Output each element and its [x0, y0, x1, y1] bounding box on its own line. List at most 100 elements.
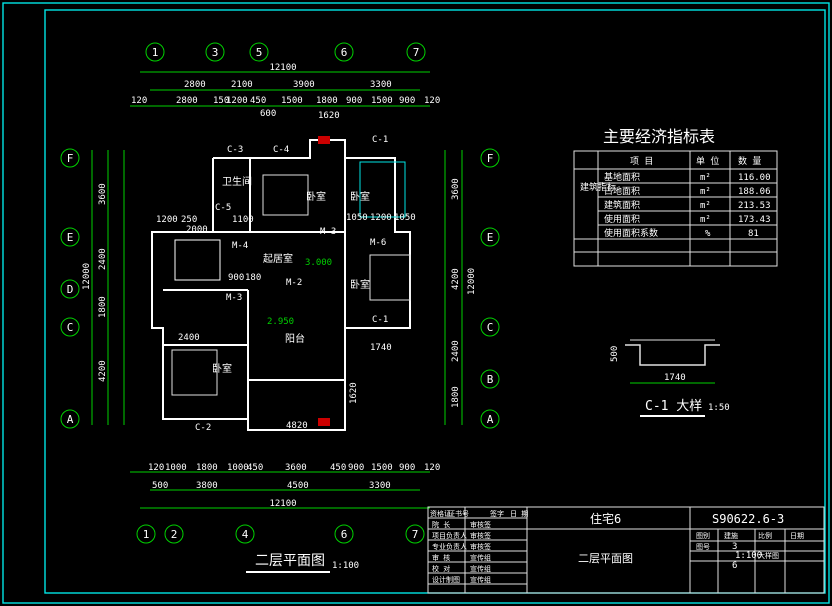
svg-text:校 对: 校 对	[432, 564, 450, 573]
svg-text:900: 900	[348, 463, 364, 473]
svg-text:单 位: 单 位	[696, 155, 719, 167]
dim-top-c: 3900	[293, 80, 315, 90]
svg-text:150: 150	[213, 96, 229, 106]
svg-text:建筑指标: 建筑指标	[580, 181, 616, 193]
svg-text:116.00: 116.00	[738, 173, 771, 183]
svg-text:7: 7	[412, 528, 419, 541]
grid-top-6: 6	[341, 46, 348, 59]
svg-text:900: 900	[228, 273, 244, 283]
svg-text:3800: 3800	[196, 481, 218, 491]
svg-text:1200: 1200	[370, 213, 392, 223]
dim-top-total: 12100	[269, 63, 296, 73]
red-marker	[318, 136, 330, 144]
svg-text:1000: 1000	[165, 463, 187, 473]
svg-text:审核签: 审核签	[470, 542, 491, 551]
red-marker	[318, 418, 330, 426]
svg-text:450: 450	[247, 463, 263, 473]
svg-text:审 核: 审 核	[432, 553, 450, 562]
drawing-title: 二层平面图	[255, 553, 325, 569]
svg-text:500: 500	[610, 346, 620, 362]
svg-text:C-1: C-1	[372, 135, 388, 145]
window-detail: 1740 500 C-1 大样 1:50	[610, 339, 730, 417]
svg-text:M-4: M-4	[232, 241, 248, 251]
svg-text:1800: 1800	[451, 386, 461, 408]
svg-text:12000: 12000	[82, 263, 92, 290]
svg-text:占地面积: 占地面积	[604, 185, 640, 197]
dims-left: 12000 3600 2400 1800 4200	[82, 150, 125, 425]
svg-text:C: C	[487, 321, 494, 334]
svg-text:资格证: 资格证	[430, 509, 451, 518]
svg-text:m²: m²	[700, 215, 711, 225]
room-label: 卧室	[212, 362, 232, 375]
svg-text:2400: 2400	[98, 248, 108, 270]
svg-text:900: 900	[346, 96, 362, 106]
room-label: 卧室	[350, 278, 370, 291]
svg-text:3600: 3600	[285, 463, 307, 473]
svg-text:F: F	[67, 152, 74, 165]
svg-text:81: 81	[748, 229, 759, 239]
svg-text:1:100: 1:100	[735, 551, 762, 561]
svg-text:3: 3	[732, 542, 737, 552]
room-label: 卧室	[306, 190, 326, 203]
svg-text:日 期: 日 期	[510, 510, 528, 518]
index-table: 主要经济指标表 项 目 单 位 数 量 建筑指标 基地面积 m² 116.00 …	[573, 127, 778, 267]
drawing-number: S90622.6-3	[712, 512, 784, 526]
svg-text:1800: 1800	[316, 96, 338, 106]
svg-text:审核签: 审核签	[470, 531, 491, 540]
grid-top: 1 3 5 6 7	[145, 42, 426, 62]
svg-text:院 长: 院 长	[432, 520, 450, 529]
svg-text:D: D	[67, 283, 74, 296]
svg-text:m²: m²	[700, 201, 711, 211]
svg-text:m²: m²	[700, 187, 711, 197]
svg-text:1740: 1740	[664, 373, 686, 383]
svg-text:B: B	[487, 373, 494, 386]
svg-text:1200: 1200	[226, 96, 248, 106]
svg-text:120: 120	[131, 96, 147, 106]
floor-plan	[151, 136, 411, 431]
svg-text:1740: 1740	[370, 343, 392, 353]
grid-bottom: 1 2 4 6 7	[136, 524, 425, 544]
svg-text:1800: 1800	[98, 296, 108, 318]
svg-text:日期: 日期	[790, 532, 804, 540]
svg-text:3600: 3600	[451, 178, 461, 200]
index-table-title: 主要经济指标表	[603, 127, 715, 146]
svg-text:1500: 1500	[371, 463, 393, 473]
svg-text:2000: 2000	[186, 225, 208, 235]
dims-right: 3600 4200 2400 1800 12000	[444, 150, 477, 425]
svg-text:188.06: 188.06	[738, 187, 771, 197]
svg-text:建施: 建施	[724, 531, 738, 540]
project-name: 住宅6	[590, 511, 621, 526]
svg-text:2.950: 2.950	[267, 317, 294, 327]
svg-text:数 量: 数 量	[738, 155, 761, 167]
grid-top-3: 3	[212, 46, 219, 59]
dims-top: 12100 2800 2100 3900 3300 120 2800 150 1…	[130, 63, 440, 107]
svg-text:1050: 1050	[346, 213, 368, 223]
svg-text:120: 120	[424, 96, 440, 106]
dim-top-d: 3300	[370, 80, 392, 90]
svg-text:建筑面积: 建筑面积	[604, 199, 640, 211]
svg-text:900: 900	[399, 463, 415, 473]
svg-text:项 目: 项 目	[630, 156, 653, 167]
grid-top-1: 1	[152, 46, 159, 59]
svg-text:m²: m²	[700, 173, 711, 183]
svg-text:4200: 4200	[451, 268, 461, 290]
svg-text:A: A	[487, 413, 494, 426]
svg-text:宣传组: 宣传组	[470, 564, 491, 573]
dim-top-b: 2100	[231, 80, 253, 90]
svg-text:A: A	[67, 413, 74, 426]
svg-text:2: 2	[171, 528, 178, 541]
svg-text:4820: 4820	[286, 421, 308, 431]
grid-top-5: 5	[256, 46, 263, 59]
svg-text:3600: 3600	[98, 183, 108, 205]
svg-text:大样图: 大样图	[758, 551, 779, 560]
sheet-title: 二层平面图	[578, 552, 633, 565]
svg-text:173.43: 173.43	[738, 215, 771, 225]
room-label: 卫生间	[222, 175, 252, 188]
svg-text:1800: 1800	[196, 463, 218, 473]
svg-text:审核签: 审核签	[470, 520, 491, 529]
svg-text:M-2: M-2	[286, 278, 302, 288]
svg-text:180: 180	[245, 273, 261, 283]
drawing-scale: 1:100	[332, 561, 359, 571]
